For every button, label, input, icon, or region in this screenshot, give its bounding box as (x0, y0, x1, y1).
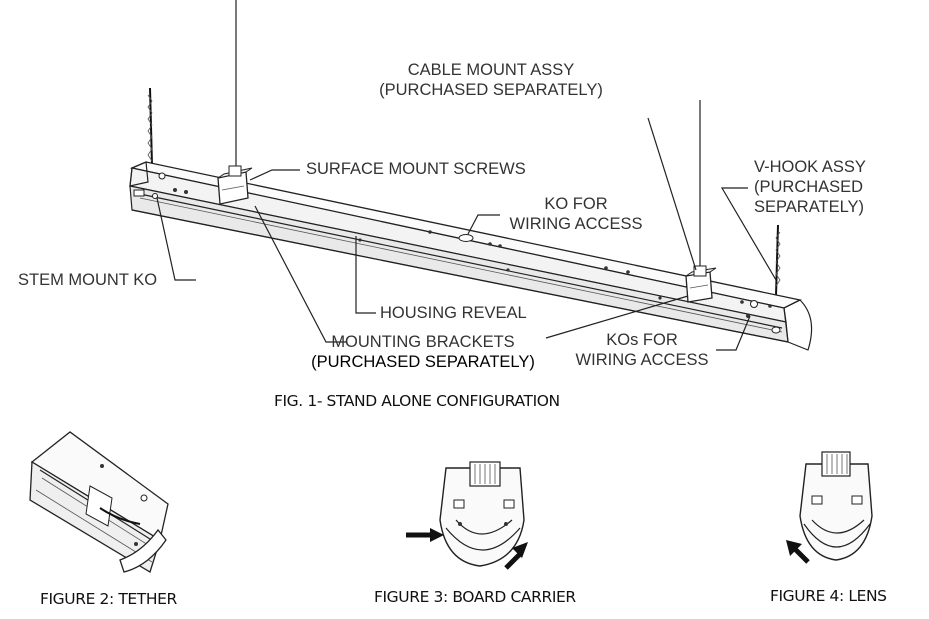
callout-housing-reveal: HOUSING REVEAL (380, 304, 527, 322)
board-carrier-illustration (406, 461, 528, 570)
bracket-right (685, 265, 717, 303)
callout-kos-wiring-access: KOs FOR WIRING ACCESS (566, 330, 718, 370)
callout-ko-wiring-line2: WIRING ACCESS (509, 215, 643, 233)
callout-mounting-brackets: MOUNTING BRACKETS (PURCHASED SEPARATELY) (296, 332, 550, 372)
callout-stem-mount-ko: STEM MOUNT KO (18, 271, 158, 289)
callout-cable-mount-line2: (PURCHASED SEPARATELY) (379, 81, 603, 99)
leader-lines (156, 117, 777, 351)
callout-vhook: V-HOOK ASSY (PURCHASED SEPARATELY) (754, 157, 866, 217)
ko-wiring-access (458, 234, 474, 242)
caption-fig3: FIGURE 3: BOARD CARRIER (374, 588, 576, 606)
lens-illustration (786, 451, 873, 564)
callout-mounting-brackets-line2: (PURCHASED SEPARATELY) (311, 353, 535, 371)
callout-vhook-line1: V-HOOK ASSY (754, 158, 866, 176)
caption-fig4: FIGURE 4: LENS (770, 587, 887, 605)
callout-vhook-line2: (PURCHASED (754, 178, 864, 196)
callout-ko-wiring-access: KO FOR WIRING ACCESS (496, 194, 656, 234)
callout-kos-wiring-line2: WIRING ACCESS (575, 351, 709, 369)
fixture-housing (129, 161, 813, 351)
caption-fig1: FIG. 1- STAND ALONE CONFIGURATION (274, 392, 560, 410)
callout-cable-mount: CABLE MOUNT ASSY (PURCHASED SEPARATELY) (360, 60, 622, 100)
callout-cable-mount-line1: CABLE MOUNT ASSY (407, 61, 575, 79)
callout-ko-wiring-line1: KO FOR (544, 195, 608, 213)
caption-fig2: FIGURE 2: TETHER (40, 590, 177, 608)
bracket-left (217, 165, 253, 205)
vhook-chain-left (147, 87, 153, 166)
callout-kos-wiring-line1: KOs FOR (606, 331, 678, 349)
callout-vhook-line3: SEPARATELY) (754, 198, 865, 216)
vhook-chain-right (775, 224, 781, 297)
callout-mounting-brackets-line1: MOUNTING BRACKETS (331, 333, 515, 351)
callout-surface-mount-screws: SURFACE MOUNT SCREWS (306, 160, 526, 178)
tether-illustration (29, 431, 169, 573)
